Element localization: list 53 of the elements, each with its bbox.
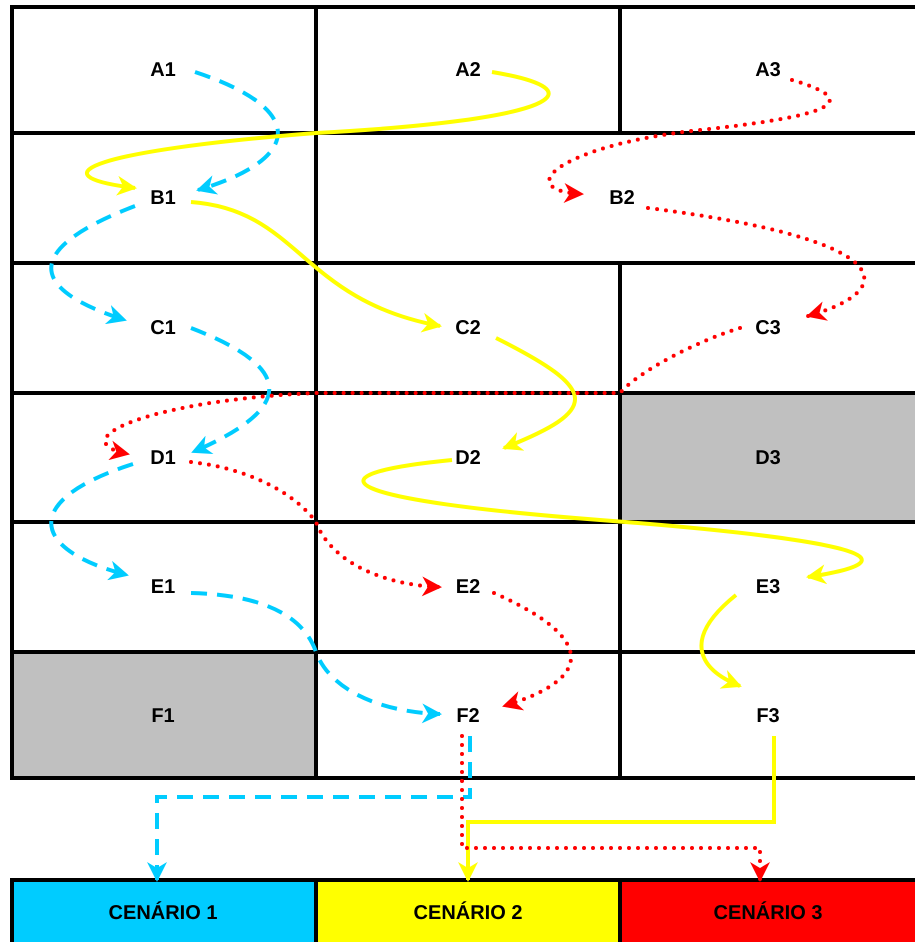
cell-label: A2 <box>455 59 481 81</box>
cell-label: F1 <box>151 705 175 727</box>
grid-cell <box>316 652 620 780</box>
dotted-arrow <box>492 591 573 710</box>
scenario-box <box>10 878 316 942</box>
scenario-label: CENÁRIO 2 <box>414 902 522 924</box>
dotted-arrow <box>646 206 866 320</box>
dotted-arrow <box>189 460 442 596</box>
cell-label: D2 <box>455 447 481 469</box>
grid-cell <box>10 522 316 652</box>
arrow <box>190 200 442 332</box>
cell-label: A1 <box>150 59 176 81</box>
dashed-arrow <box>190 326 272 454</box>
cell-label: C3 <box>755 317 781 339</box>
grid-cell <box>316 133 915 263</box>
grid-cell <box>620 522 915 652</box>
grid-cell <box>10 393 316 522</box>
grid-cell <box>316 522 620 652</box>
dashed-arrow <box>49 462 134 580</box>
cell-label: F3 <box>756 705 780 727</box>
cell-label: D1 <box>150 447 176 469</box>
grid-cell <box>620 652 915 780</box>
cell-label: A3 <box>755 59 781 81</box>
scenario-label: CENÁRIO 1 <box>108 902 218 924</box>
grid-cell <box>316 393 620 522</box>
grid-cell <box>10 5 316 133</box>
dashed-arrow <box>194 70 280 194</box>
grid-cell <box>620 5 915 133</box>
arrow <box>700 594 742 688</box>
dotted-arrow <box>103 326 742 459</box>
cell-label: C1 <box>150 317 176 339</box>
cell-label: B2 <box>609 187 635 209</box>
dotted-arrow <box>547 78 832 202</box>
grid-cell <box>316 5 620 133</box>
arrow <box>86 70 550 196</box>
grid-cell <box>10 263 316 393</box>
cell-label: B1 <box>150 187 176 209</box>
grid-cell <box>316 263 620 393</box>
grid-cell <box>10 652 316 780</box>
dashed-arrow <box>49 204 136 324</box>
grid-cell <box>10 133 316 263</box>
grid-cell <box>620 393 915 522</box>
cell-label: C2 <box>455 317 481 339</box>
cell-label: F2 <box>456 705 480 727</box>
grid-cell <box>620 263 915 393</box>
scenario-label: CENÁRIO 3 <box>714 902 822 924</box>
cell-label: D3 <box>755 447 781 469</box>
scenario-box <box>620 878 915 942</box>
cell-label: E1 <box>150 576 176 598</box>
scenario-box <box>316 878 620 942</box>
arrow <box>362 458 862 584</box>
cell-label: E2 <box>456 576 480 598</box>
cell-label: E3 <box>756 576 780 598</box>
